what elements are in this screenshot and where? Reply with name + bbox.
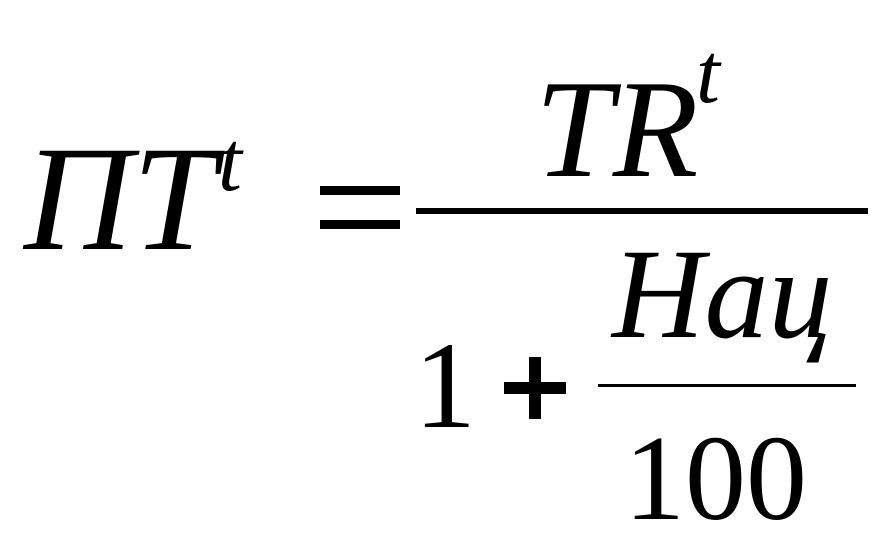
lhs-superscript: t xyxy=(218,113,242,209)
equals-bar-bottom xyxy=(320,220,400,229)
lhs-base-symbol: ПТ xyxy=(24,116,216,282)
numerator-superscript: t xyxy=(696,25,720,121)
plus-vertical-stroke xyxy=(529,357,541,419)
inner-denominator: 100 xyxy=(624,411,807,546)
denominator-one: 1 xyxy=(414,317,476,454)
inner-fraction-bar xyxy=(598,384,856,387)
inner-numerator: Нац xyxy=(612,223,833,365)
numerator-base-symbol: TR xyxy=(535,52,699,207)
main-fraction-bar xyxy=(416,208,868,214)
equals-bar-top xyxy=(320,186,400,195)
